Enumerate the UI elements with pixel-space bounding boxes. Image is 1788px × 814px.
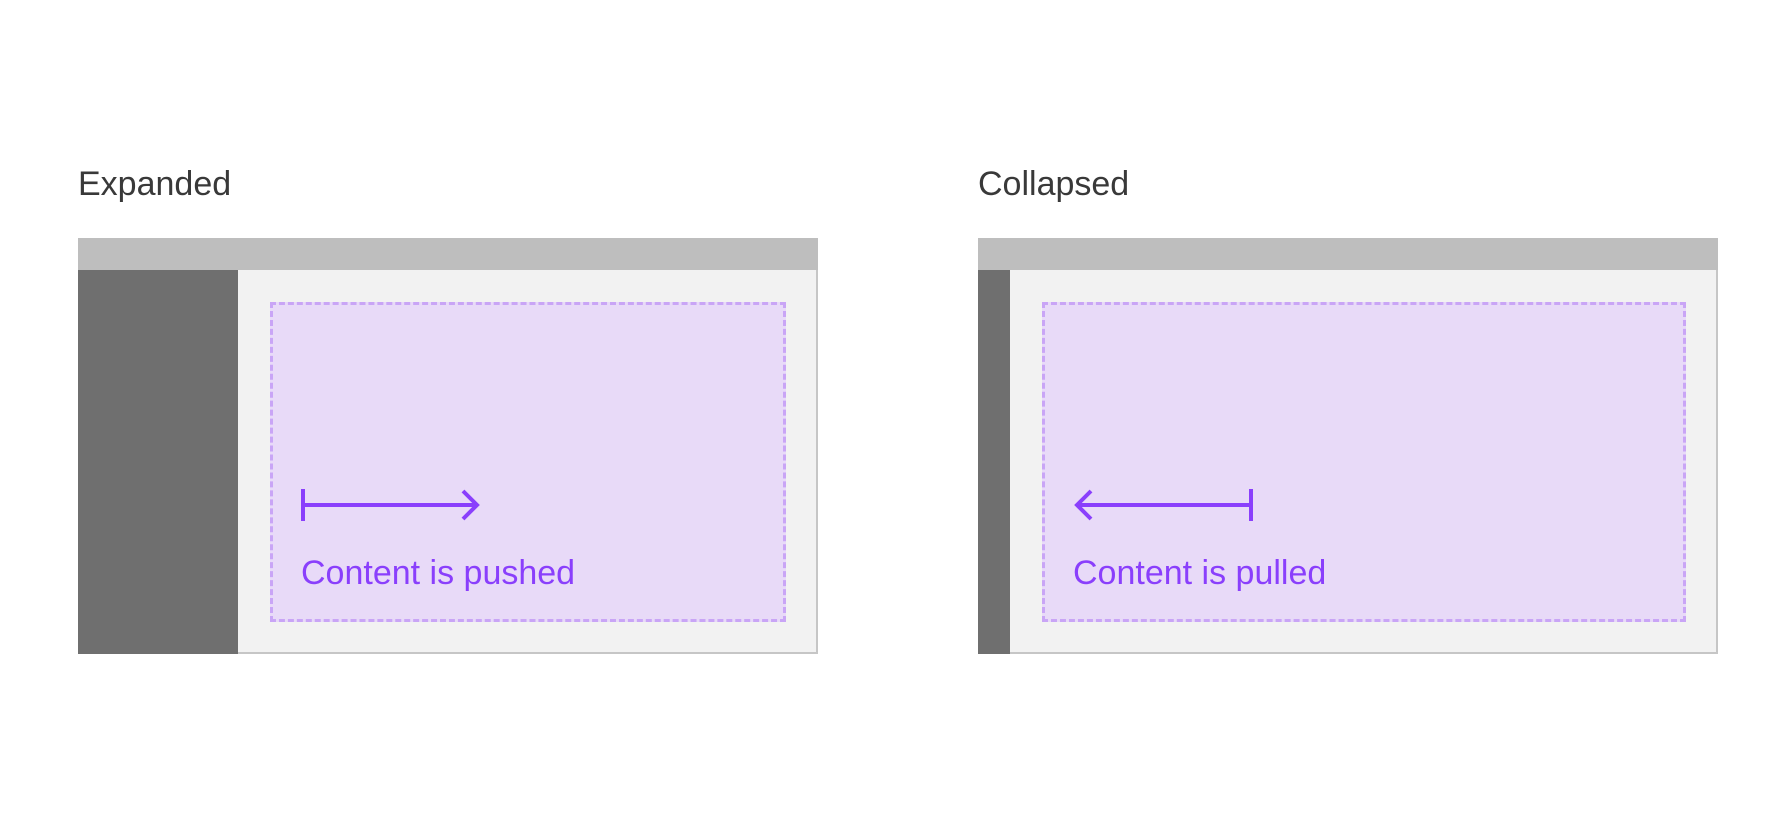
content-caption: Content is pushed — [301, 554, 576, 592]
content-area: Content is pushed — [270, 302, 786, 622]
push-right-arrow-icon — [301, 489, 480, 521]
content-area: Content is pulled — [1042, 302, 1686, 622]
ui-frame: Content is pulled — [978, 238, 1718, 654]
side-nav-expanded — [78, 270, 238, 654]
panel-title: Expanded — [78, 165, 232, 203]
header-bar — [78, 238, 818, 270]
side-nav-collapsed — [978, 270, 1010, 654]
panel-title: Collapsed — [978, 165, 1130, 203]
header-bar — [978, 238, 1718, 270]
ui-frame: Content is pushed — [78, 238, 818, 654]
pull-left-arrow-icon — [1074, 489, 1253, 521]
content-caption: Content is pulled — [1073, 554, 1327, 592]
